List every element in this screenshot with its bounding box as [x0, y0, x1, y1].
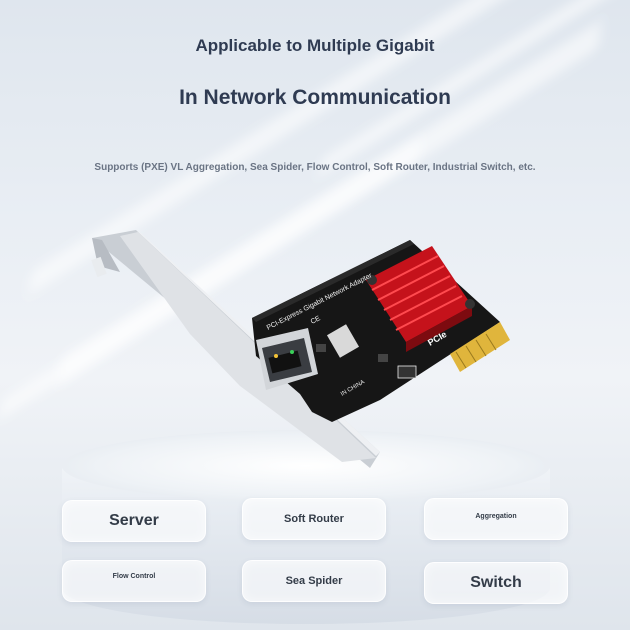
- tile-server: Server: [62, 500, 206, 542]
- smd-component: [316, 344, 326, 352]
- smd-component: [378, 354, 388, 362]
- network-card-image: PCI-Express Gigabit Network Adapter PCIe…: [91, 230, 510, 468]
- tile-label: Server: [109, 512, 159, 529]
- tile-label: Switch: [470, 574, 522, 591]
- tile-label: Flow Control: [112, 573, 156, 580]
- tile-soft-router: Soft Router: [242, 498, 386, 540]
- feature-subheadline: Supports (PXE) VL Aggregation, Sea Spide…: [94, 162, 536, 173]
- tile-flow-control: Flow Control: [62, 560, 206, 602]
- tile-aggregation: Aggregation: [424, 498, 568, 540]
- headline-line-2: In Network Communication: [179, 86, 451, 109]
- pcie-contacts: [450, 322, 510, 372]
- tile-label: Soft Router: [284, 513, 344, 525]
- tile-switch: Switch: [424, 562, 568, 604]
- tile-label: Sea Spider: [285, 575, 343, 587]
- ce-mark: CE: [310, 315, 322, 326]
- recycle-mark: [397, 365, 417, 379]
- tile-label: Aggregation: [475, 513, 517, 520]
- pedestal-top: [62, 430, 550, 502]
- headline-line-1: Applicable to Multiple Gigabit: [195, 36, 435, 55]
- transformer-component: [326, 324, 360, 358]
- rj45-port: [256, 328, 318, 390]
- tile-sea-spider: Sea Spider: [242, 560, 386, 602]
- red-heatsink: [366, 246, 475, 352]
